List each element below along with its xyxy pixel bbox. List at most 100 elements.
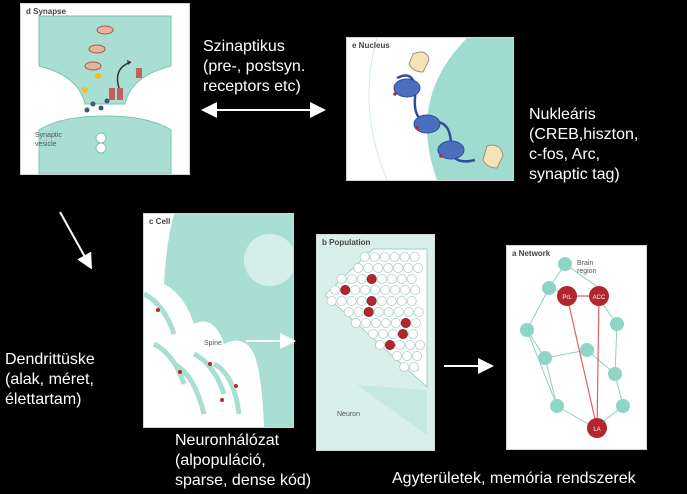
network-panel: PrL ACC LA a Network Brain region	[506, 245, 647, 450]
arrow-synapse-to-spine	[59, 211, 92, 270]
nucleus-illustration	[347, 38, 513, 180]
neuron	[370, 285, 381, 296]
cell-illustration	[144, 214, 293, 427]
neuron	[407, 329, 418, 340]
neuron	[386, 296, 397, 307]
population-panel-label: b Population	[322, 238, 371, 247]
neuron	[356, 274, 367, 285]
neuron	[373, 262, 384, 273]
synaptic-caption-line-3: receptors etc)	[203, 78, 301, 95]
nuclear-caption-line-3: c-fos, Arc,	[529, 146, 601, 163]
population-panel: b Population Neuron	[316, 234, 435, 451]
nuclear-caption-line-2: (CREB,hiszton,	[529, 126, 639, 143]
neuron	[386, 274, 397, 285]
neuron	[399, 362, 410, 373]
neuron	[350, 318, 361, 329]
neuron	[389, 251, 400, 262]
network-caption-line-3: sparse, dense kód)	[175, 472, 312, 489]
synapse-illustration	[38, 15, 172, 174]
active-neuron	[366, 274, 377, 285]
spine-caption-line-3: élettartam)	[5, 391, 82, 408]
neuron	[387, 329, 398, 340]
spine-label: Spine	[204, 340, 222, 347]
nuclear-caption-line-1: Nukleáris	[529, 106, 596, 123]
network-panel-label: a Network	[512, 249, 551, 258]
active-neuron	[363, 307, 374, 318]
neuron	[413, 307, 424, 318]
neuron	[400, 285, 411, 296]
neuron	[367, 329, 378, 340]
neuron	[346, 296, 357, 307]
spine-caption-line-1: Dendrittüske	[5, 351, 95, 368]
network-illustration: PrL ACC LA	[520, 257, 630, 438]
neuron	[410, 318, 421, 329]
brain-region-label: Brain region	[577, 260, 597, 275]
neuron	[356, 296, 367, 307]
synapse-panel: d Synapse Synaptic vesicle	[20, 3, 190, 175]
neuron	[373, 307, 384, 318]
neuron	[376, 296, 387, 307]
neuron-label: Neuron	[337, 411, 360, 418]
neuron	[379, 251, 390, 262]
neuron	[360, 318, 371, 329]
neuron	[363, 262, 374, 273]
neuron	[330, 285, 341, 296]
synaptic-caption-line-2: (pre-, postsyn.	[203, 58, 306, 75]
neuron	[375, 340, 386, 351]
synaptic-caption-line-1: Szinaptikus	[203, 38, 285, 55]
neuron	[399, 251, 410, 262]
neuron	[359, 251, 370, 262]
neuron	[396, 274, 407, 285]
neuron	[353, 262, 364, 273]
network-node-la	[587, 418, 607, 438]
synaptic-caption: Szinaptikus (pre-, postsyn. receptors et…	[203, 37, 305, 97]
network-caption-line-2: (alpopuláció,	[175, 452, 266, 469]
neuron	[409, 251, 420, 262]
neuron	[383, 262, 394, 273]
node-label-acc: ACC	[593, 295, 606, 301]
synaptic-vesicle-label: Synaptic vesicle	[35, 132, 62, 148]
neuron	[395, 340, 406, 351]
cell-panel: c Cell Spine	[143, 213, 294, 428]
active-neuron	[340, 285, 351, 296]
active-neuron	[400, 318, 411, 329]
neuron	[377, 329, 388, 340]
neuron	[383, 307, 394, 318]
spine-caption: Dendrittüske (alak, méret, élettartam)	[5, 350, 95, 410]
node-label-la: LA	[593, 427, 600, 433]
neuron	[390, 318, 401, 329]
neuron	[402, 351, 413, 362]
neuron	[336, 274, 347, 285]
neuron	[369, 251, 380, 262]
neuron	[406, 274, 417, 285]
node-label-prl: PrL	[562, 295, 572, 301]
nuclear-caption: Nukleáris (CREB,hiszton, c-fos, Arc, syn…	[529, 105, 638, 185]
cell-panel-label: c Cell	[149, 217, 171, 226]
neuron	[380, 285, 391, 296]
network-caption: Neuronhálózat (alpopuláció, sparse, dens…	[175, 431, 311, 491]
active-neuron	[366, 296, 377, 307]
neuron	[346, 274, 357, 285]
neuron	[360, 285, 371, 296]
network-node-acc	[589, 286, 609, 306]
neuron	[343, 307, 354, 318]
neuron	[380, 318, 391, 329]
neuron	[409, 362, 420, 373]
neuron	[393, 307, 404, 318]
areas-caption: Agyterületek, memória rendszerek	[392, 470, 636, 487]
spine-caption-line-2: (alak, méret,	[5, 371, 94, 388]
neuron	[406, 296, 417, 307]
network-caption-line-1: Neuronhálózat	[175, 432, 280, 449]
neuron	[390, 285, 401, 296]
neuron	[350, 285, 361, 296]
neuron	[405, 340, 416, 351]
nucleus-panel-label: e Nucleus	[352, 41, 390, 50]
population-illustration	[317, 235, 434, 450]
neuron	[413, 262, 424, 273]
neuron	[403, 262, 414, 273]
neuron	[326, 296, 337, 307]
active-neuron	[385, 340, 396, 351]
neuron	[376, 274, 387, 285]
network-node-prl	[557, 286, 577, 306]
neuron	[336, 296, 347, 307]
